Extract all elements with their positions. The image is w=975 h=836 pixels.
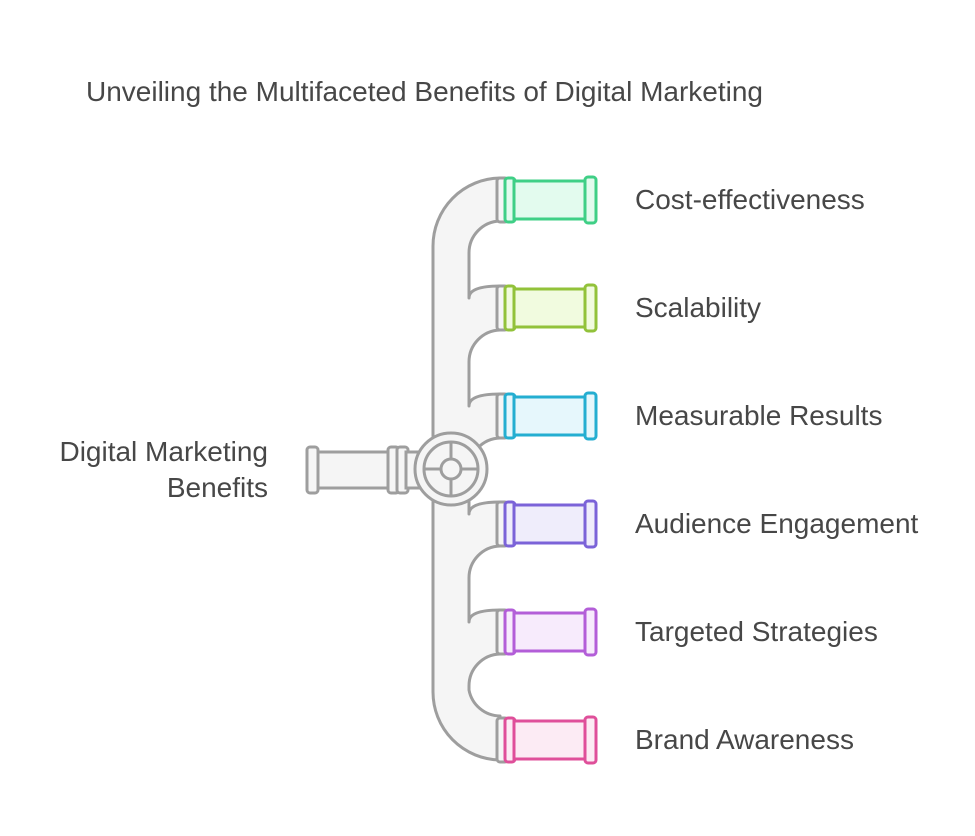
branch-body — [512, 287, 589, 329]
valve-icon — [413, 431, 489, 507]
branch-label: Cost-effectiveness — [635, 184, 865, 215]
branch-pipe — [495, 607, 598, 657]
input-pipe-body — [314, 450, 392, 490]
branch-body — [512, 611, 589, 653]
input-pipe — [305, 445, 422, 495]
branch-body — [512, 719, 589, 761]
branch-label: Scalability — [635, 292, 762, 323]
branch-end-cap — [583, 175, 598, 225]
branch-body — [512, 179, 589, 221]
branch-end-cap — [583, 499, 598, 549]
diagram-title: Unveiling the Multifaceted Benefits of D… — [86, 76, 764, 107]
branch-label: Measurable Results — [635, 400, 883, 431]
branch-pipe — [495, 175, 598, 225]
branch-body — [512, 395, 589, 437]
branch-label: Targeted Strategies — [635, 616, 878, 647]
branch-pipe — [495, 391, 598, 441]
branch-end-cap — [583, 391, 598, 441]
branch-end-cap — [583, 607, 598, 657]
branch-pipe — [495, 499, 598, 549]
input-pipe-end-cap — [305, 445, 320, 495]
valve-hub — [439, 457, 463, 481]
branch-label: Brand Awareness — [635, 724, 854, 755]
branch-body — [512, 503, 589, 545]
branch-end-cap — [583, 283, 598, 333]
branch-pipes — [495, 175, 598, 765]
branch-end-cap — [583, 715, 598, 765]
branch-pipe — [495, 715, 598, 765]
source-label: Digital Marketing Benefits — [59, 436, 268, 503]
branch-pipe — [495, 283, 598, 333]
branch-label: Audience Engagement — [635, 508, 919, 539]
